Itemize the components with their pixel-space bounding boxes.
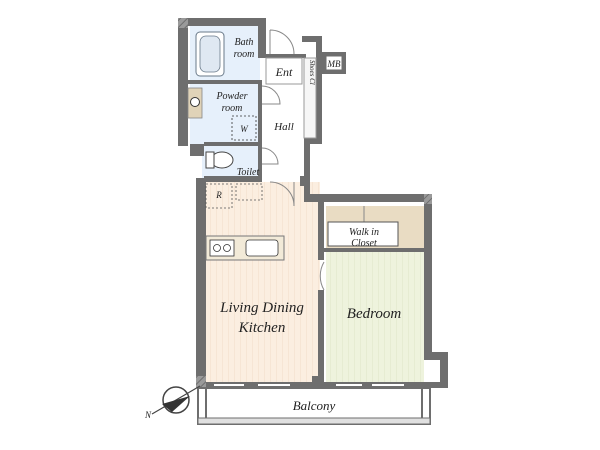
- label-ent: Ent: [275, 65, 293, 79]
- wall-hatch: [178, 18, 188, 28]
- label-powder-line2: room: [222, 103, 243, 114]
- label-r: R: [215, 190, 222, 200]
- sink-icon: [190, 97, 200, 107]
- bathtub-inner: [199, 35, 221, 73]
- label-mb: MB: [327, 59, 341, 69]
- toilet-tank-icon: [205, 151, 215, 169]
- toilet-door: [261, 147, 279, 165]
- hall-floor: [262, 84, 308, 178]
- label-walkin-line1: Walk in: [349, 227, 379, 238]
- label-bath-line1: Bath: [235, 37, 254, 48]
- label-walkin-line2: Closet: [351, 238, 377, 249]
- bedroom-floor: [326, 252, 424, 382]
- label-hall: Hall: [273, 121, 294, 133]
- label-ldk-line2: Kitchen: [238, 320, 286, 336]
- label-north: N: [144, 410, 152, 420]
- mb-box: [325, 55, 343, 71]
- ldk-door: [269, 181, 295, 207]
- bedroom-door: [319, 261, 325, 291]
- burner-icon: [213, 244, 221, 252]
- burner-icon: [223, 244, 231, 252]
- stove-icon: [209, 239, 235, 257]
- closet-shelf: [327, 221, 399, 247]
- cabinet-icon: [235, 183, 263, 201]
- ldk-floor: [204, 182, 320, 382]
- label-shoes-closet: Shoes Cl: [308, 60, 316, 85]
- hall-door: [261, 85, 281, 105]
- refrigerator-icon: [205, 183, 233, 209]
- label-bath-line2: room: [234, 49, 255, 60]
- shoes-closet: [303, 57, 317, 139]
- washing-machine-icon: [231, 115, 257, 141]
- entrance-step: [265, 57, 303, 85]
- wall-hatch: [424, 194, 432, 204]
- entrance-door: [269, 29, 295, 55]
- label-balcony: Balcony: [293, 398, 336, 413]
- label-w: W: [240, 124, 249, 134]
- bottom-wall-notch: [312, 376, 324, 388]
- label-powder-line1: Powder: [215, 91, 247, 102]
- compass-icon: [151, 385, 201, 415]
- balcony-edge: [197, 417, 431, 425]
- label-ldk-line1: Living Dining: [219, 300, 304, 316]
- label-bedroom: Bedroom: [347, 306, 402, 322]
- wall-hatch: [196, 376, 206, 388]
- kitchen-sink-icon: [245, 239, 279, 257]
- label-toilet: Toilet: [237, 167, 260, 178]
